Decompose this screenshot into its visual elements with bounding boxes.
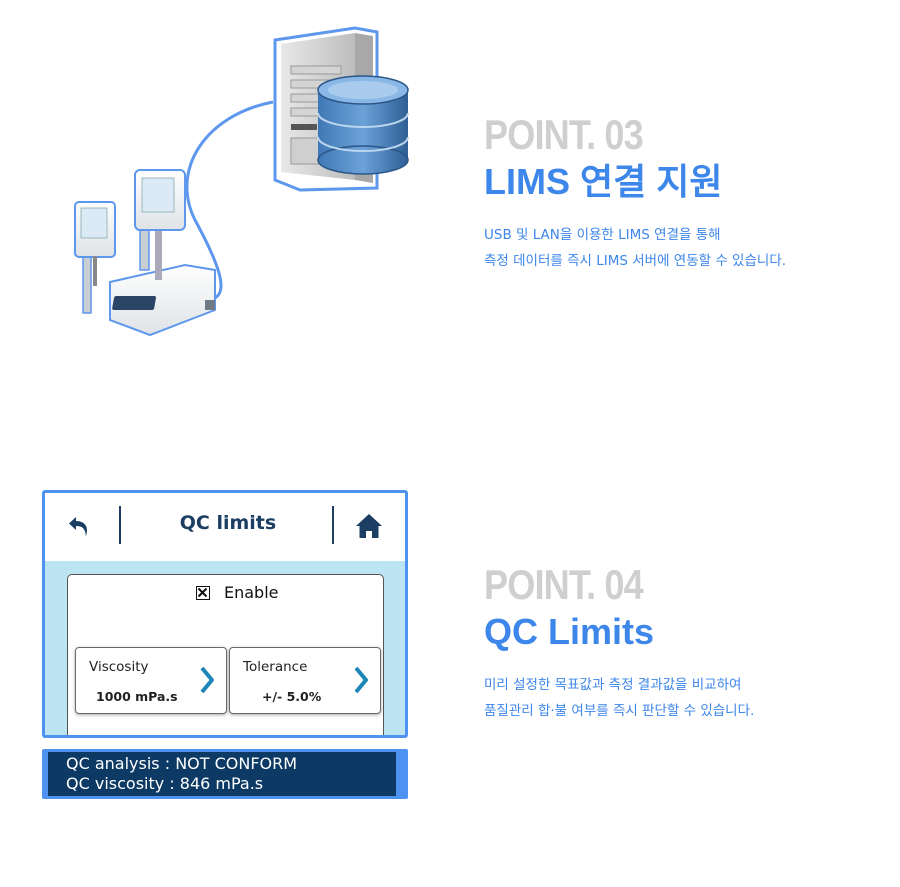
header-divider-right xyxy=(332,506,334,544)
qc-analysis-status: QC analysis : NOT CONFORM xyxy=(66,754,298,773)
back-button[interactable] xyxy=(65,511,95,541)
header-divider-left xyxy=(119,506,121,544)
qc-limits-panel: Enable Viscosity 1000 mPa.s Tolerance +/… xyxy=(67,574,384,735)
viscosity-label: Viscosity xyxy=(89,659,149,675)
qc-status-panel: QC analysis : NOT CONFORM QC viscosity :… xyxy=(48,752,396,796)
point-03-section: POINT. 03 LIMS 연결 지원 USB 및 LAN을 이용한 LIMS… xyxy=(484,114,786,274)
tolerance-value: +/- 5.0% xyxy=(262,689,322,704)
viscosity-setting-button[interactable]: Viscosity 1000 mPa.s xyxy=(75,647,227,714)
enable-toggle[interactable]: Enable xyxy=(196,583,279,602)
qc-limits-screen: QC limits Enable Viscosity 1000 mPa.s xyxy=(42,490,408,738)
enable-checkbox[interactable] xyxy=(196,585,210,600)
home-button[interactable] xyxy=(353,510,385,542)
database-icon xyxy=(317,75,409,175)
qc-screen-title: QC limits xyxy=(179,512,277,534)
qc-status-bar: QC analysis : NOT CONFORM QC viscosity :… xyxy=(42,749,408,799)
connection-cable xyxy=(185,100,274,302)
viscometer-small-icon xyxy=(74,201,116,314)
point-03-number: POINT. 03 xyxy=(484,111,644,158)
point-03-desc-line-1: USB 및 LAN을 이용한 LIMS 연결을 통해 xyxy=(484,227,721,243)
chevron-right-icon xyxy=(200,666,214,694)
enable-label: Enable xyxy=(224,583,279,602)
viscosity-value: 1000 mPa.s xyxy=(96,689,178,704)
qc-viscosity-status: QC viscosity : 846 mPa.s xyxy=(66,774,264,793)
back-arrow-icon xyxy=(69,517,87,536)
point-04-desc-line-1: 미리 설정한 목표값과 측정 결과값을 비교하여 xyxy=(484,677,742,693)
point-04-number: POINT. 04 xyxy=(484,561,644,608)
point-04-section: POINT. 04 QC Limits 미리 설정한 목표값과 측정 결과값을 … xyxy=(484,564,754,724)
tolerance-label: Tolerance xyxy=(243,659,308,675)
point-04-desc-line-2: 품질관리 합·불 여부를 즉시 판단할 수 있습니다. xyxy=(484,703,755,719)
qc-screen-body: Enable Viscosity 1000 mPa.s Tolerance +/… xyxy=(45,561,405,735)
tolerance-setting-button[interactable]: Tolerance +/- 5.0% xyxy=(229,647,381,714)
point-04-description: 미리 설정한 목표값과 측정 결과값을 비교하여 품질관리 합·불 여부를 즉시… xyxy=(484,672,754,724)
point-04-title: QC Limits xyxy=(484,611,655,652)
viscometer-main-icon xyxy=(109,169,216,337)
point-03-title: LIMS 연결 지원 xyxy=(484,161,723,202)
qc-screen-header: QC limits xyxy=(45,493,405,561)
point-03-description: USB 및 LAN을 이용한 LIMS 연결을 통해 측정 데이터를 즉시 LI… xyxy=(484,222,786,274)
chevron-right-icon xyxy=(354,666,368,694)
check-x-icon xyxy=(197,587,208,597)
lims-connection-illustration xyxy=(74,26,409,337)
home-icon xyxy=(356,514,382,538)
point-03-desc-line-2: 측정 데이터를 즉시 LIMS 서버에 연동할 수 있습니다. xyxy=(484,253,787,269)
